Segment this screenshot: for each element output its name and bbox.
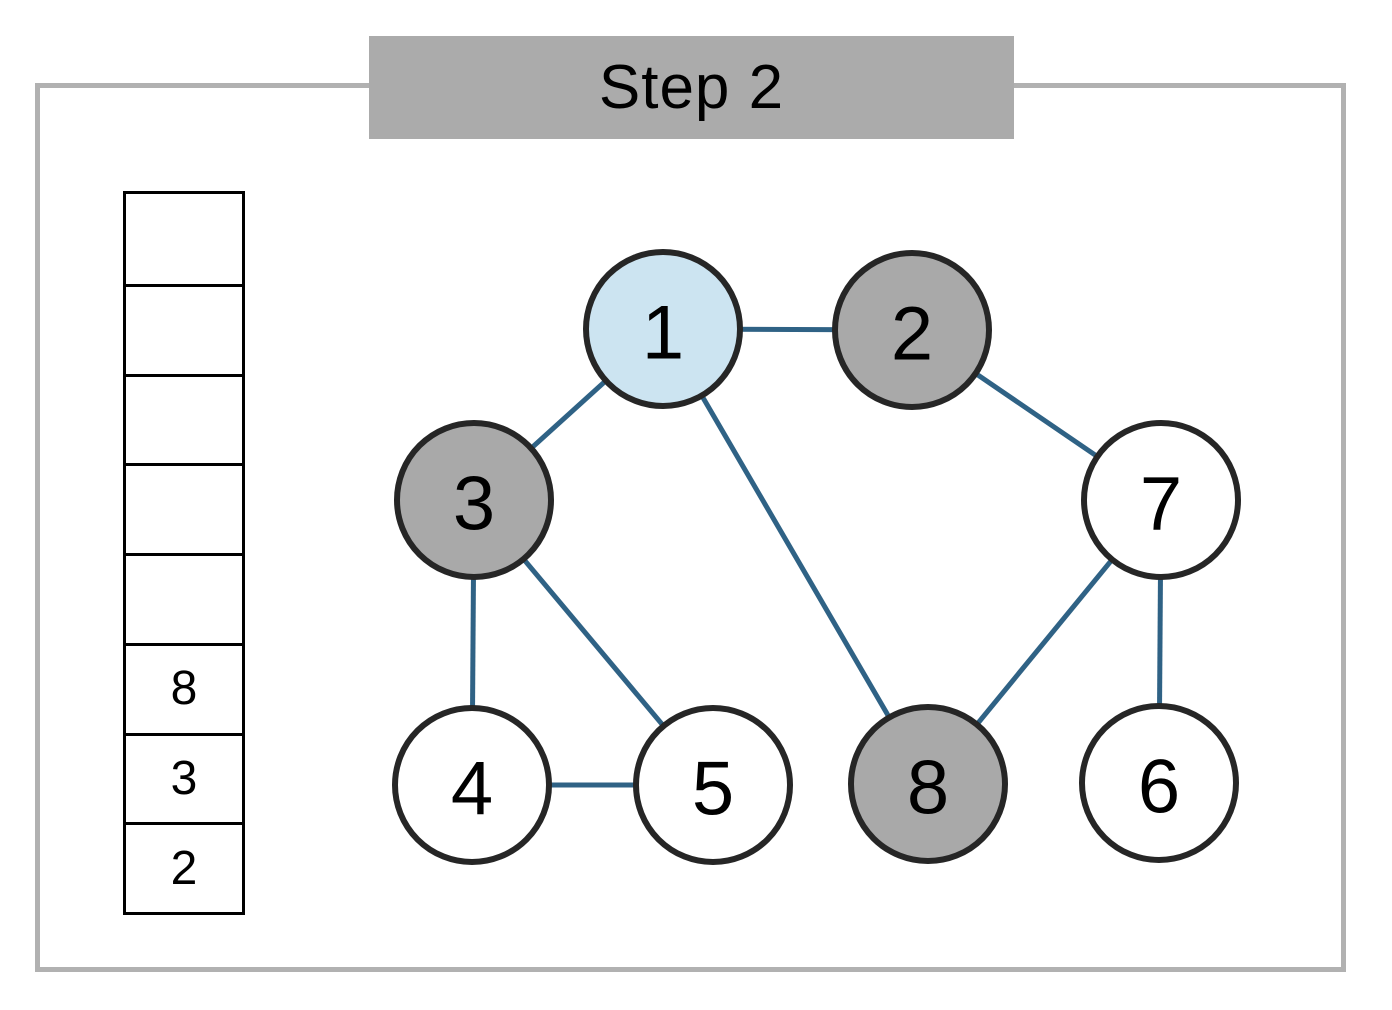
stack-cell-value: 2 [170, 841, 198, 895]
graph-node-label-4: 4 [451, 747, 493, 832]
stack-cell-8: 2 [126, 822, 242, 912]
graph-node-label-8: 8 [907, 746, 949, 831]
graph-node-label-6: 6 [1138, 745, 1180, 830]
stack-cell-4 [126, 463, 242, 553]
graph-edge-1-8 [660, 327, 931, 786]
graph-node-2 [832, 250, 992, 410]
graph-node-label-5: 5 [692, 747, 734, 832]
graph-node-5 [633, 705, 793, 865]
stack-cell-6: 8 [126, 642, 242, 733]
stack-cell-value: 3 [170, 751, 198, 805]
graph-node-6 [1079, 703, 1239, 863]
graph-node-label-3: 3 [453, 462, 495, 547]
graph-node-3 [394, 420, 554, 580]
graph-node-label-2: 2 [891, 292, 933, 377]
step-title: Step 2 [598, 53, 785, 122]
stack-cell-value: 8 [170, 662, 198, 716]
graph-node-7 [1081, 420, 1241, 580]
graph-node-1 [583, 249, 743, 409]
stack-cell-5 [126, 553, 242, 643]
step-title-banner: Step 2 [369, 36, 1014, 139]
graph-node-8 [848, 704, 1008, 864]
graph-node-4 [392, 705, 552, 865]
stack-cell-7: 3 [126, 732, 242, 823]
stack-cell-3 [126, 373, 242, 464]
stack: 8 3 2 [123, 191, 245, 915]
stack-cell-2 [126, 283, 242, 374]
graph-node-label-7: 7 [1140, 462, 1182, 547]
graph-node-label-1: 1 [642, 291, 684, 376]
